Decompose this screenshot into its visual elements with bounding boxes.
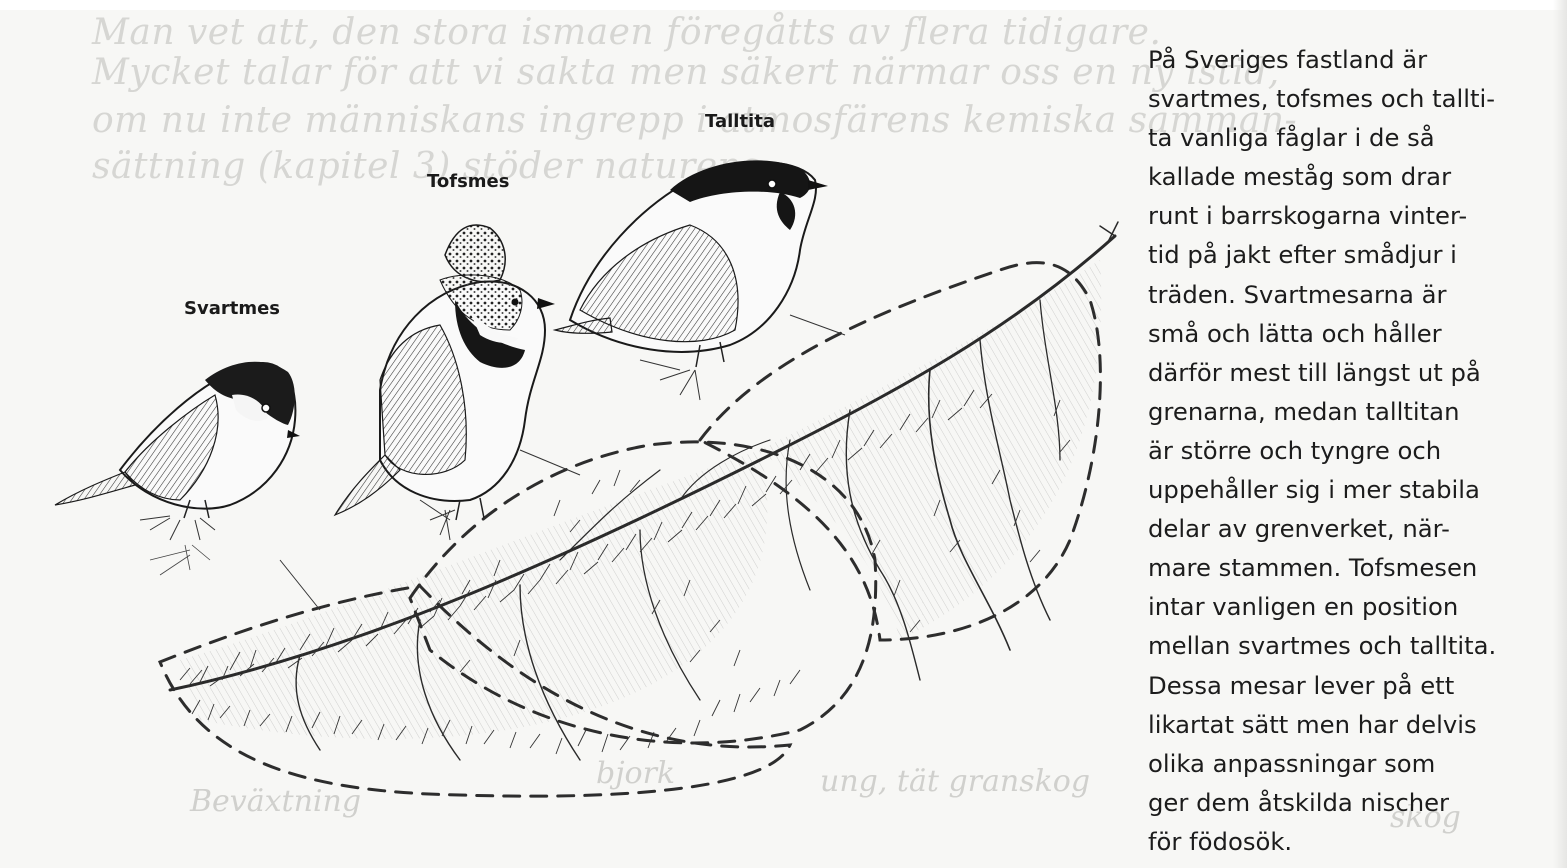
body-line: svartmes, tofsmes och tallti-	[1148, 79, 1548, 118]
body-line: därför mest till längst ut på	[1148, 353, 1548, 392]
body-line: runt i barrskogarna vinter-	[1148, 196, 1548, 235]
body-line: träden. Svartmesarna är	[1148, 275, 1548, 314]
svartmes-bird	[55, 362, 300, 575]
page-edge-shadow	[1553, 0, 1567, 868]
body-line: mare stammen. Tofsmesen	[1148, 548, 1548, 587]
body-line: är större och tyngre och	[1148, 431, 1548, 470]
body-line: för födosök.	[1148, 822, 1548, 861]
body-line: grenarna, medan talltitan	[1148, 392, 1548, 431]
body-line: små och lätta och håller	[1148, 314, 1548, 353]
body-line: olika anpassningar som	[1148, 744, 1548, 783]
label-svartmes: Svartmes	[184, 298, 280, 319]
body-line: likartat sätt men har delvis	[1148, 705, 1548, 744]
body-line: mellan svartmes och talltita.	[1148, 626, 1548, 665]
body-line: tid på jakt efter smådjur i	[1148, 235, 1548, 274]
body-line: ta vanliga fåglar i de så	[1148, 118, 1548, 157]
tofsmes-bird	[335, 225, 555, 540]
body-line: kallade meståg som drar	[1148, 157, 1548, 196]
body-text: På Sveriges fastland är svartmes, tofsme…	[1148, 40, 1548, 861]
body-line: uppehåller sig i mer stabila	[1148, 470, 1548, 509]
label-talltita: Talltita	[705, 111, 775, 132]
label-tofsmes: Tofsmes	[427, 171, 509, 192]
body-line: delar av grenverket, när-	[1148, 509, 1548, 548]
body-line: ger dem åtskilda nischer	[1148, 783, 1548, 822]
body-line: På Sveriges fastland är	[1148, 40, 1548, 79]
body-line: Dessa mesar lever på ett	[1148, 666, 1548, 705]
body-line: intar vanligen en position	[1148, 587, 1548, 626]
